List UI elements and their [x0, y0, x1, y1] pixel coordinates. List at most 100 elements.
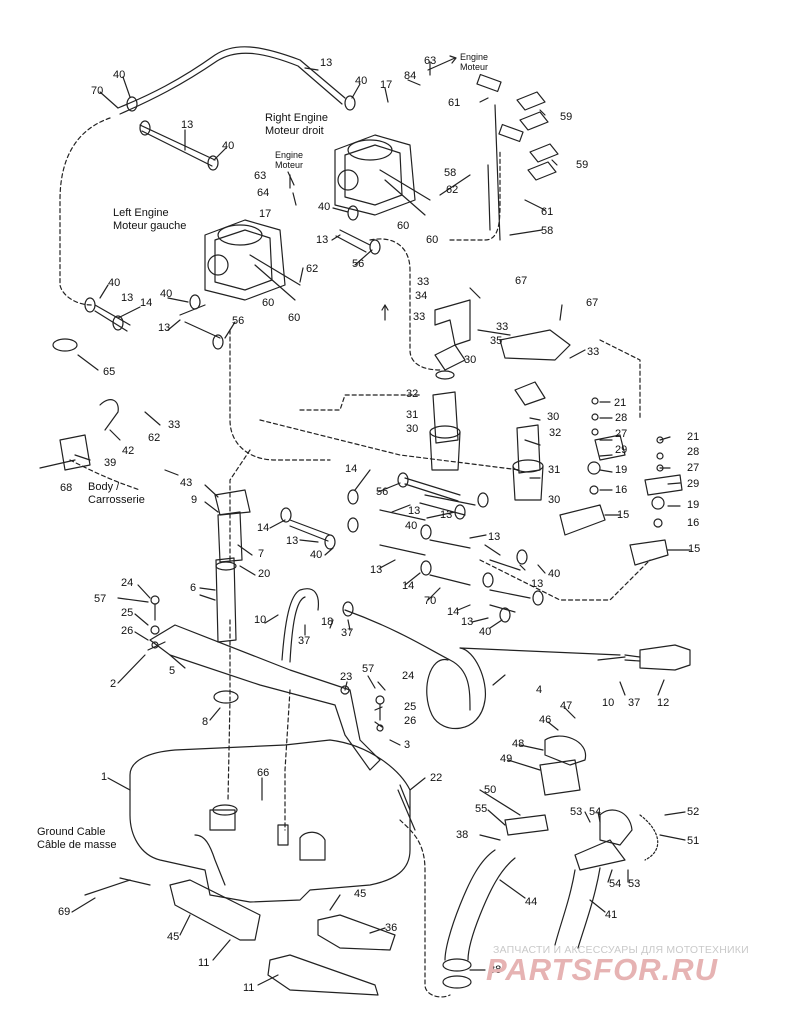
callout-30: 30	[406, 423, 419, 435]
callout-17: 17	[380, 79, 393, 91]
callout-57: 57	[94, 593, 107, 605]
callout-13: 13	[320, 57, 333, 69]
callout-40: 40	[479, 626, 492, 638]
right-engine-label: Right Engine Moteur droit	[265, 112, 328, 138]
callout-30: 30	[464, 354, 477, 366]
callout-13: 13	[461, 616, 474, 628]
callout-26: 26	[404, 715, 417, 727]
callout-40: 40	[548, 568, 561, 580]
callout-9: 9	[191, 494, 198, 506]
callout-38: 38	[456, 829, 469, 841]
callout-48: 48	[512, 738, 525, 750]
callout-67: 67	[515, 275, 528, 287]
callout-10: 10	[254, 614, 267, 626]
watermark-logo: PARTSFOR.RU	[486, 952, 719, 987]
callout-16: 16	[615, 484, 628, 496]
callout-40: 40	[405, 520, 418, 532]
callout-10: 10	[602, 697, 615, 709]
callout-13: 13	[286, 535, 299, 547]
engine-mid-label: Engine Moteur	[275, 150, 303, 170]
callout-38: 38	[489, 964, 502, 976]
callout-43: 43	[180, 477, 193, 489]
callout-47: 47	[560, 700, 573, 712]
callout-62: 62	[446, 184, 459, 196]
callout-13: 13	[370, 564, 383, 576]
callout-45: 45	[167, 931, 180, 943]
ground-cable-label: Ground Cable Câble de masse	[37, 826, 117, 852]
engine-top-line2: Moteur	[460, 62, 489, 72]
callout-60: 60	[426, 234, 439, 246]
callout-56: 56	[376, 486, 389, 498]
callout-66: 66	[257, 767, 270, 779]
callout-40: 40	[310, 549, 323, 561]
callout-63: 63	[254, 170, 267, 182]
ground-cable-line1: Ground Cable	[37, 826, 106, 838]
callout-57: 57	[362, 663, 375, 675]
callout-58: 58	[444, 167, 457, 179]
fuel-line-top	[117, 46, 346, 109]
engine-top-label: Engine Moteur	[460, 52, 488, 72]
callout-62: 62	[148, 432, 161, 444]
routing-dashed-left	[59, 117, 111, 306]
callout-24: 24	[402, 670, 415, 682]
callout-40: 40	[318, 201, 331, 213]
callout-30: 30	[548, 494, 561, 506]
engine-mid-line2: Moteur	[275, 160, 304, 170]
callout-25: 25	[121, 607, 134, 619]
callout-28: 28	[687, 446, 700, 458]
callout-1: 1	[101, 771, 108, 783]
callout-59: 59	[576, 159, 589, 171]
callout-15: 15	[688, 543, 701, 555]
left-engine-label: Left Engine Moteur gauche	[113, 207, 186, 233]
callout-14: 14	[140, 297, 153, 309]
callout-24: 24	[121, 577, 134, 589]
callout-2: 2	[110, 678, 117, 690]
callout-52: 52	[687, 806, 700, 818]
callout-70: 70	[91, 85, 104, 97]
callout-55: 55	[475, 803, 488, 815]
callout-39: 39	[104, 457, 117, 469]
callout-64: 64	[257, 187, 270, 199]
right-engine-line1: Right Engine	[265, 112, 328, 124]
callout-25: 25	[404, 701, 417, 713]
callout-58: 58	[541, 225, 554, 237]
callout-42: 42	[122, 445, 135, 457]
callout-36: 36	[385, 922, 398, 934]
callout-60: 60	[397, 220, 410, 232]
callout-11: 11	[243, 982, 255, 994]
callout-13: 13	[488, 531, 501, 543]
body-line1: Body /	[88, 481, 120, 493]
callout-65: 65	[103, 366, 116, 378]
callout-56: 56	[232, 315, 245, 327]
callout-6: 6	[190, 582, 197, 594]
callout-5: 5	[169, 665, 176, 677]
callout-31: 31	[406, 409, 419, 421]
callout-61: 61	[448, 97, 461, 109]
callout-3: 3	[404, 739, 411, 751]
right-engine-line2: Moteur droit	[265, 125, 324, 137]
callout-37: 37	[628, 697, 641, 709]
fuel-tank	[129, 739, 411, 903]
callout-40: 40	[160, 288, 173, 300]
callout-15: 15	[617, 509, 630, 521]
callout-13: 13	[121, 292, 134, 304]
body-label: Body / Carrosserie	[88, 481, 145, 507]
callout-19: 19	[687, 499, 700, 511]
callout-84: 84	[404, 70, 417, 82]
left-engine-line2: Moteur gauche	[113, 220, 187, 232]
body-line2: Carrosserie	[88, 494, 145, 506]
callout-21: 21	[687, 431, 700, 443]
right-carburetor	[334, 134, 431, 216]
callout-59: 59	[560, 111, 573, 123]
callout-61: 61	[541, 206, 554, 218]
fuel-filter-right	[512, 381, 546, 501]
callout-45: 45	[354, 888, 367, 900]
callout-60: 60	[262, 297, 275, 309]
callout-20: 20	[258, 568, 271, 580]
callout-23: 23	[340, 671, 353, 683]
engine-mid-line1: Engine	[275, 150, 304, 160]
fuel-filter-left	[429, 344, 466, 471]
callout-33: 33	[496, 321, 509, 333]
callout-27: 27	[687, 462, 700, 474]
